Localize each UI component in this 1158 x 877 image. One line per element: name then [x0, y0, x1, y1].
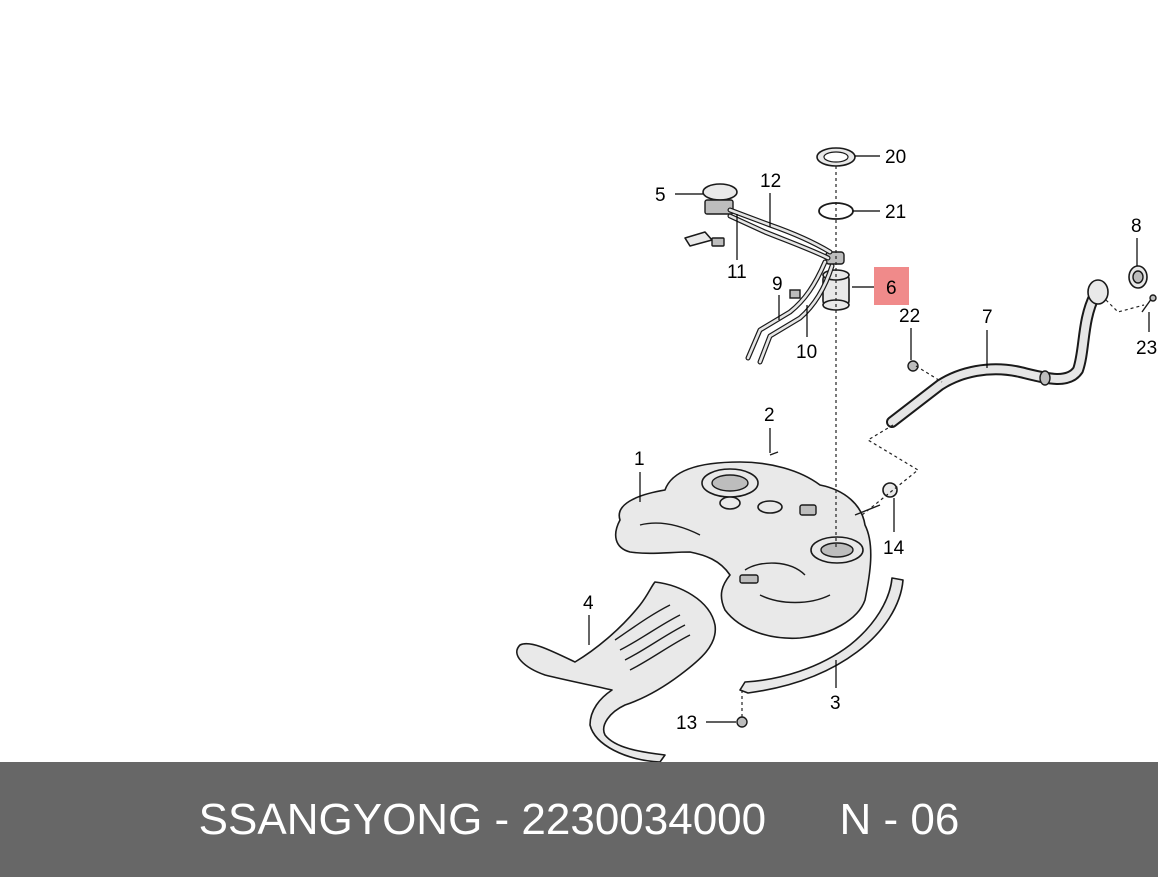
heat-shield: [516, 581, 717, 762]
separator: -: [482, 794, 522, 844]
part-number: 2230034000: [521, 794, 767, 844]
filler-neck: [886, 279, 1109, 428]
assembly-clip-path: [915, 365, 943, 383]
brand-name: SSANGYONG: [198, 794, 483, 844]
highlight-box: [874, 267, 909, 305]
callout-5: 5: [655, 185, 666, 206]
lock-ring: [816, 147, 856, 167]
callout-22: 13: [676, 713, 697, 734]
callout-6: 6: [886, 278, 897, 299]
callout-14: 21: [885, 202, 906, 223]
leader-lines: [588, 155, 1150, 723]
callout-3: 3: [830, 693, 841, 714]
fuel-cap: [1128, 265, 1148, 289]
callout-21: 22: [899, 306, 920, 327]
callout-2: 2: [764, 405, 775, 426]
callout-9: 9: [772, 274, 783, 295]
position-label: N - 06: [839, 794, 960, 844]
assembly-bolt-path: [1105, 299, 1145, 313]
callout-12: 12: [760, 171, 781, 192]
fuel-system-diagram: 20 21 5 12 11 9 10 6 22 7 8 23 2 1 14 4 …: [516, 147, 1157, 762]
callout-labels: 20 21 5 12 11 9 10 6 22 7 8 23 2 1 14 4 …: [583, 147, 1157, 734]
callout-13: 20: [885, 147, 906, 168]
callout-20: 14: [883, 538, 905, 559]
small-fasteners: [736, 294, 1157, 728]
callout-8: 8: [1131, 216, 1142, 237]
level-sender: [684, 183, 738, 247]
assembly-hose-path: [861, 424, 920, 516]
callout-7: 7: [982, 307, 993, 328]
tank-strap: [739, 577, 904, 694]
callout-10: 10: [796, 342, 817, 363]
gap: [766, 795, 839, 845]
fuel-tank: [614, 461, 881, 640]
callout-4: 4: [583, 593, 594, 614]
callout-11: 11: [727, 262, 747, 283]
callout-1: 1: [634, 449, 645, 470]
part-info-footer: SSANGYONG - 2230034000 N - 06: [0, 762, 1158, 877]
callout-23: 23: [1136, 338, 1157, 359]
